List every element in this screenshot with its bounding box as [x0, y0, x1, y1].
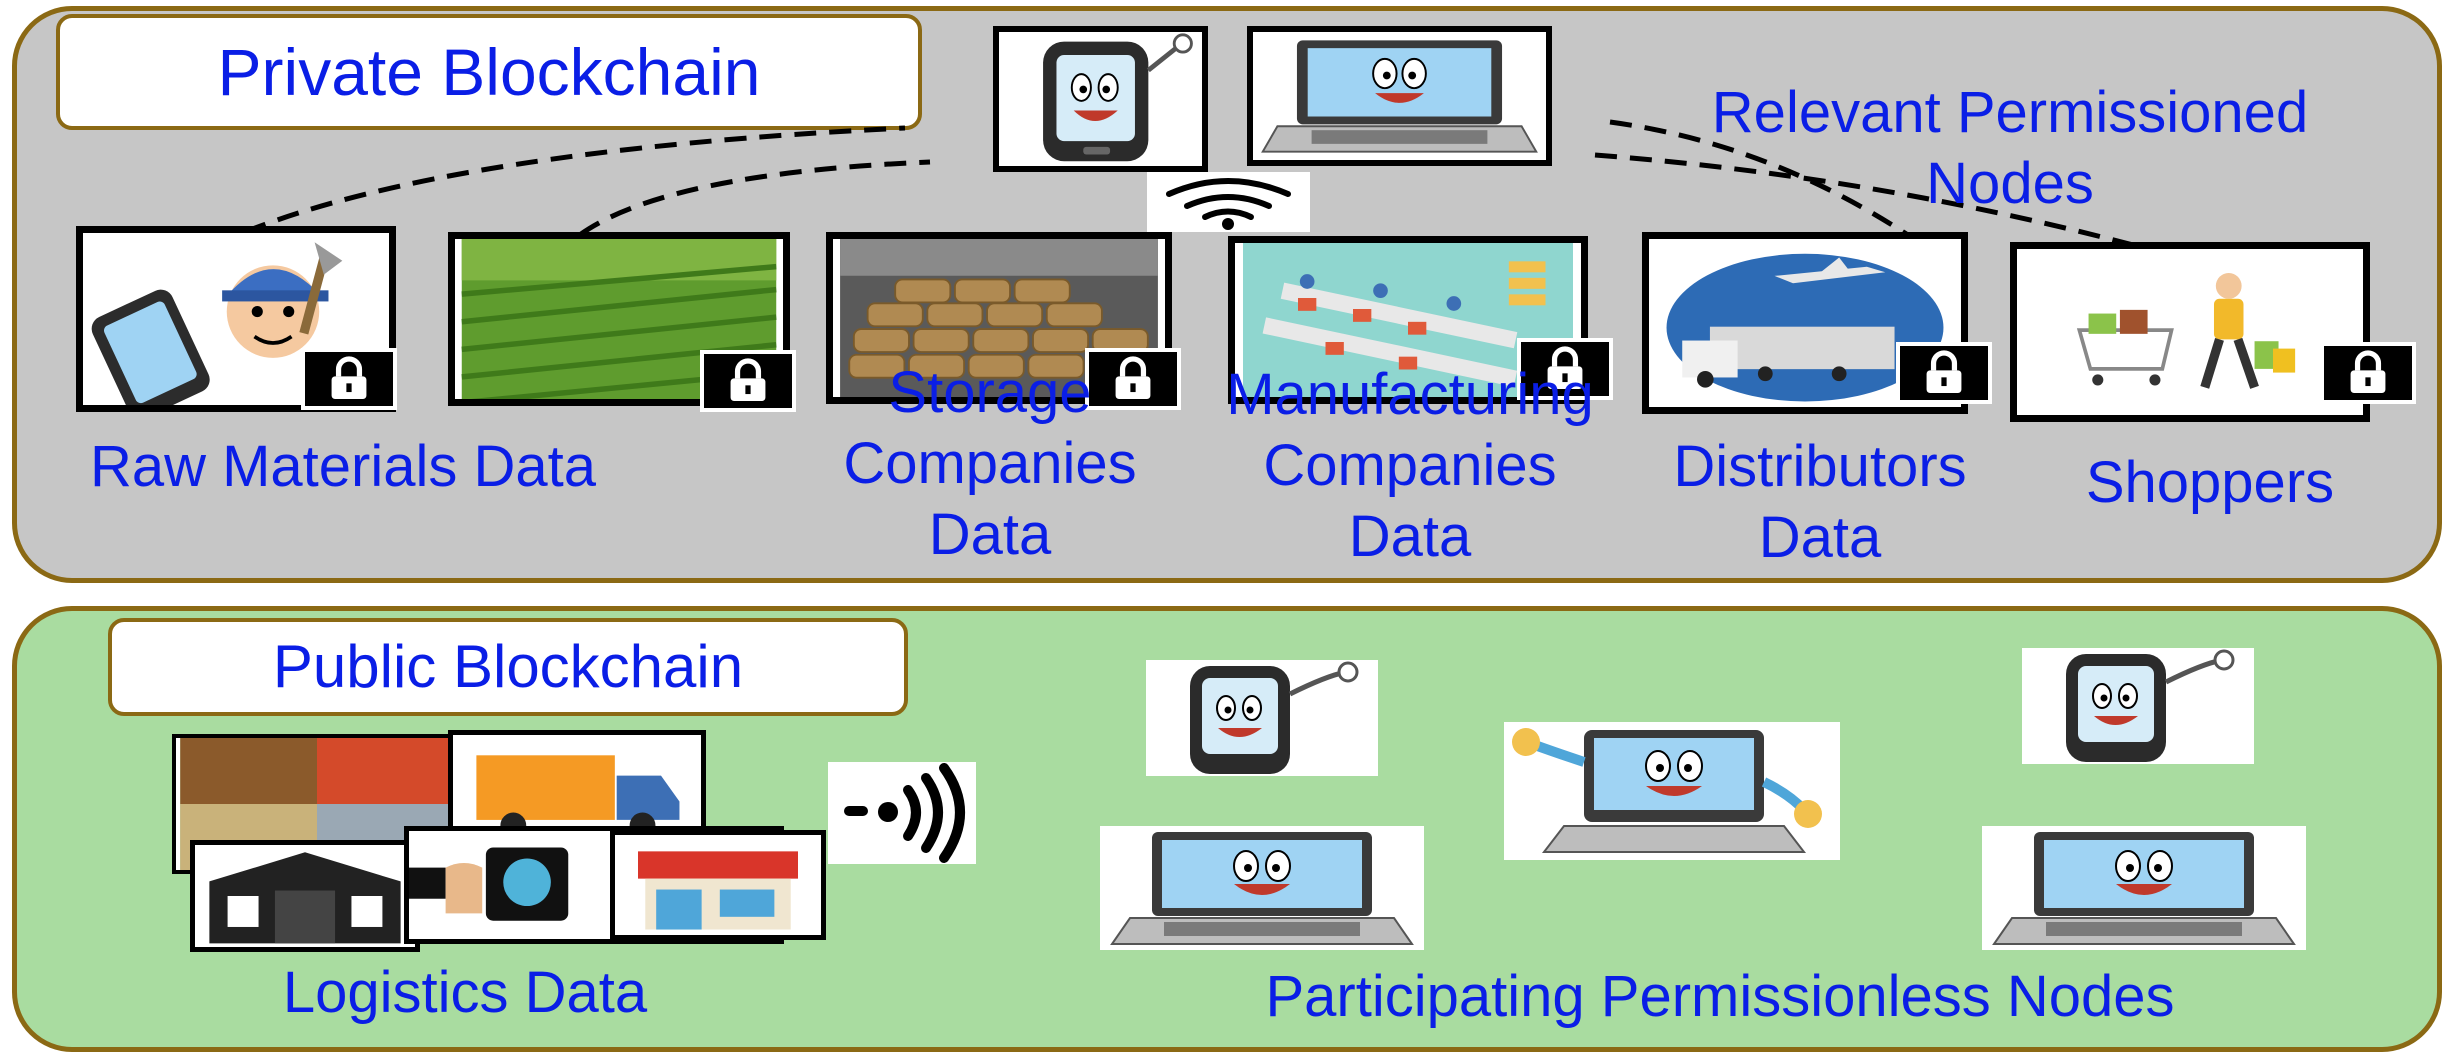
laptop-mascot-icon: [1992, 832, 2296, 945]
padlock-icon: [2320, 342, 2416, 404]
public-laptop-node-left: [1100, 826, 1424, 950]
public-laptop-node-right: [1982, 826, 2306, 950]
private-phone-node: [993, 26, 1208, 172]
raw-materials-image: [76, 226, 396, 412]
desktop-mascot-icon: [1512, 728, 1822, 853]
storage-warehouse-image: [826, 232, 1172, 404]
padlock-icon: [301, 348, 397, 410]
public-phone-node-right: [2022, 648, 2254, 764]
laptop-mascot-icon: [1110, 832, 1414, 945]
phone-mascot-icon: [1043, 33, 1193, 162]
padlock-icon: [1085, 348, 1181, 410]
padlock-icon: [1896, 342, 1992, 404]
nfc-signal-icon: [828, 762, 976, 864]
logistics-data-label: Logistics Data: [282, 960, 648, 1025]
public-blockchain-title: Public Blockchain: [108, 618, 908, 716]
warehouse-image: [190, 840, 420, 952]
private-blockchain-title: Private Blockchain: [56, 14, 922, 130]
phone-mascot-icon: [2066, 649, 2235, 762]
shopper-image: [2010, 242, 2370, 422]
phone-mascot-icon: [1190, 661, 1359, 774]
private-laptop-node: [1247, 26, 1552, 166]
distributors-label: Distributors Data: [1673, 434, 1967, 570]
wifi-icon: [1147, 172, 1310, 232]
participating-permissionless-nodes-label: Participating Permissionless Nodes: [1265, 964, 2175, 1029]
storage-companies-label: Storage Companies Data: [843, 360, 1137, 567]
padlock-icon: [700, 350, 796, 412]
laptop-mascot-icon: [1261, 40, 1538, 153]
raw-materials-label: Raw Materials Data: [89, 434, 597, 499]
relevant-permissioned-nodes-label: Relevant Permissioned Nodes: [1711, 80, 2309, 216]
public-phone-node-left: [1146, 660, 1378, 776]
shoppers-label: Shoppers: [2085, 450, 2335, 515]
manufacturing-companies-label: Manufacturing Companies Data: [1226, 362, 1594, 569]
distributors-transport-image: [1642, 232, 1968, 414]
logistics-collage: [172, 730, 828, 952]
padlock-icon: [1517, 338, 1613, 400]
public-desktop-node-center: [1504, 722, 1840, 860]
shop-storefront-image: [610, 830, 826, 940]
